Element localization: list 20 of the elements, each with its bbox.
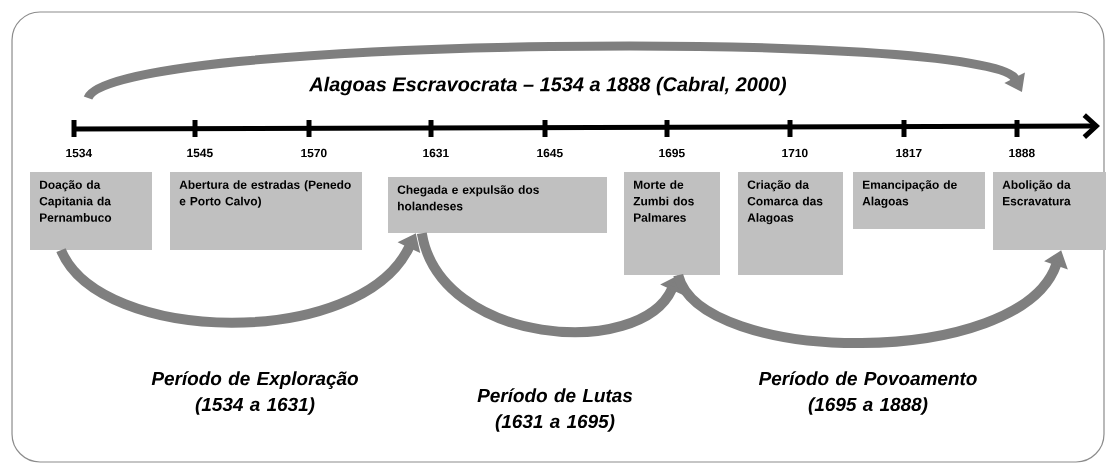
year-label: 1695 bbox=[659, 148, 685, 158]
event-box: Criação da Comarca das Alagoas bbox=[738, 172, 843, 275]
year-label: 1888 bbox=[1009, 148, 1035, 158]
event-box: Emancipação de Alagoas bbox=[853, 172, 985, 229]
event-box: Doação da Capitania da Pernambuco bbox=[30, 172, 152, 250]
event-box: Abolição da Escravatura bbox=[993, 172, 1106, 250]
year-label: 1534 bbox=[66, 148, 93, 158]
edge-label: Período de Lutas (1631 a 1695) bbox=[463, 386, 647, 434]
year-label: 1817 bbox=[896, 148, 922, 158]
year-label: 1631 bbox=[423, 148, 449, 158]
event-box: Abertura de estradas (Penedo e Porto Calvo) bbox=[170, 172, 362, 250]
year-label: 1645 bbox=[537, 148, 563, 158]
year-label: 1570 bbox=[301, 148, 327, 158]
edge-label: Período de Povoamento (1695 a 1888) bbox=[748, 369, 988, 417]
edge-label: Período de Exploração (1534 a 1631) bbox=[135, 369, 375, 417]
title: Alagoas Escravocrata – 1534 a 1888 (Cabral, 2000) bbox=[308, 76, 786, 96]
event-box: Chegada e expulsão dos holandeses bbox=[388, 177, 607, 233]
event-box: Morte de Zumbi dos Palmares bbox=[624, 172, 720, 275]
year-label: 1545 bbox=[187, 148, 213, 158]
year-label: 1710 bbox=[782, 148, 808, 158]
